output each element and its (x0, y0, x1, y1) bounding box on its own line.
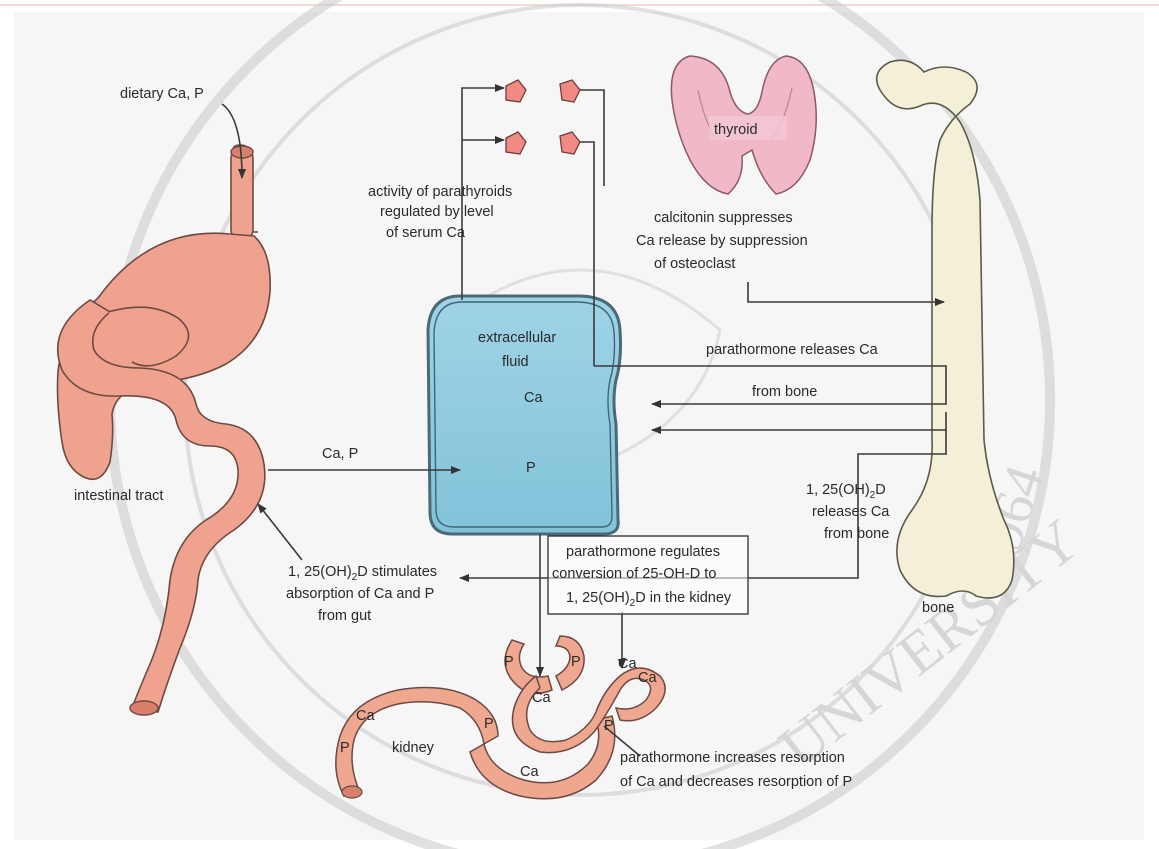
extracellular-fluid-ca: Ca (524, 390, 543, 406)
vitd-bone-line-2: releases Ca (812, 504, 890, 520)
kidney-p-5: P (340, 740, 350, 756)
extracellular-fluid-label-2: fluid (502, 354, 529, 370)
kidney-p-4: P (604, 718, 614, 734)
pth-releases-label: parathormone releases Ca (706, 342, 879, 358)
tubule-opening (342, 786, 362, 798)
parathyroid-activity-line-2: regulated by level (380, 204, 494, 220)
kidney-ca-4: Ca (520, 764, 539, 780)
intestine-opening (130, 701, 158, 715)
kidney-p-3: P (484, 716, 494, 732)
kidney-p-2: P (571, 654, 581, 670)
extracellular-fluid-p: P (526, 460, 536, 476)
kidney-ca-5: Ca (638, 670, 657, 686)
calcitonin-line-3: of osteoclast (654, 256, 735, 272)
vitd-gut-line-3: from gut (318, 608, 371, 624)
vitd-bone-line-3: from bone (824, 526, 889, 542)
kidney-ca-2: Ca (618, 656, 637, 672)
calcitonin-line-2: Ca release by suppression (636, 233, 808, 249)
ca-p-gut-label: Ca, P (322, 446, 358, 462)
parathyroid-activity-line-3: of serum Ca (386, 225, 466, 241)
kidney-ca-1: Ca (532, 690, 551, 706)
extracellular-fluid-label-1: extracellular (478, 330, 556, 346)
calcitonin-line-1: calcitonin suppresses (654, 210, 793, 226)
kidney-resorption-line-1: parathormone increases resorption (620, 750, 845, 766)
from-bone-label: from bone (752, 384, 817, 400)
kidney-label: kidney (392, 740, 435, 756)
bone-label: bone (922, 600, 954, 616)
pth-regulates-line-2: conversion of 25-OH-D to (552, 566, 716, 582)
thyroid-label: thyroid (714, 122, 758, 138)
dietary-label: dietary Ca, P (120, 86, 204, 102)
kidney-p-1: P (504, 654, 514, 670)
pth-regulates-line-1: parathormone regulates (566, 544, 720, 560)
intestinal-tract-label: intestinal tract (74, 488, 163, 504)
parathyroid-activity-line-1: activity of parathyroids (368, 184, 512, 200)
vitd-gut-line-2: absorption of Ca and P (286, 586, 434, 602)
kidney-ca-3: Ca (356, 708, 375, 724)
kidney-resorption-line-2: of Ca and decreases resorption of P (620, 774, 852, 790)
